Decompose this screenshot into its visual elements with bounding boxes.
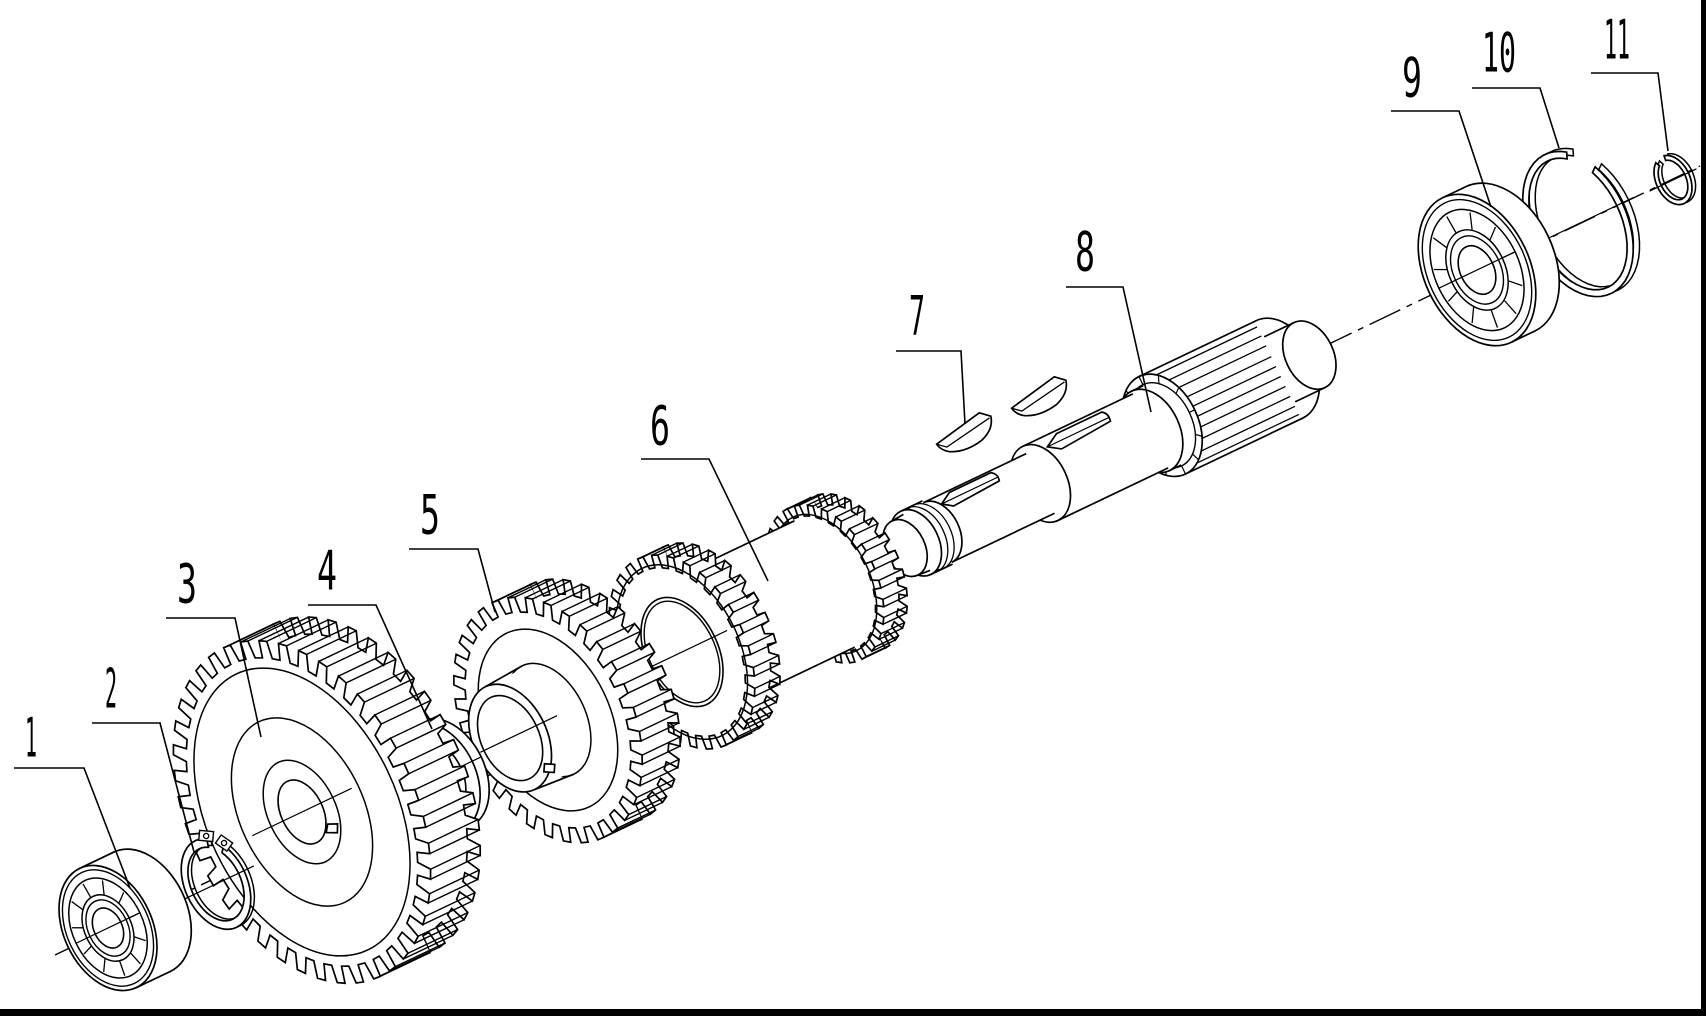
callout-5-number: 5 — [420, 484, 440, 547]
callout-3-number: 3 — [177, 553, 197, 616]
callout-7-number: 7 — [909, 285, 925, 348]
callout-2-number: 2 — [105, 658, 117, 721]
callout-5: 5 — [409, 484, 496, 613]
callout-7: 7 — [896, 285, 966, 425]
callout-7-leader-line — [896, 350, 966, 425]
callout-2: 2 — [92, 658, 195, 853]
part-11-small-retaining-ring — [1649, 153, 1697, 206]
callout-11-leader-line — [1591, 72, 1669, 152]
callout-3: 3 — [166, 553, 262, 738]
callout-5-leader-line — [409, 548, 496, 613]
part-3-large-gear — [172, 616, 482, 985]
part-1-ball-bearing — [58, 848, 193, 992]
part-5-gear-with-hub — [452, 578, 682, 844]
callout-1-number: 1 — [25, 707, 37, 770]
callout-11-number: 11 — [1604, 9, 1630, 72]
callout-9-leader-line — [1391, 110, 1492, 208]
callout-8: 8 — [1066, 221, 1152, 413]
part-2-snap-ring — [177, 829, 256, 931]
callout-10-leader-line — [1472, 87, 1560, 149]
callout-8-leader-line — [1066, 286, 1152, 413]
part-9-ball-bearing — [1417, 182, 1561, 347]
callout-4-leader-line — [308, 604, 433, 730]
part-6-double-gear — [608, 492, 909, 750]
callout-9-number: 9 — [1402, 47, 1422, 110]
sheet-border-right — [1701, 0, 1706, 1016]
callout-2-leader-line — [92, 722, 195, 853]
callout-10: 10 — [1472, 22, 1560, 149]
part-8-shaft — [881, 317, 1337, 578]
part-7-woodruff-key-2 — [1010, 375, 1068, 417]
callout-1: 1 — [14, 707, 131, 889]
callout-8-number: 8 — [1075, 221, 1095, 284]
callout-10-number: 10 — [1482, 22, 1516, 85]
callout-4-number: 4 — [317, 540, 337, 603]
callout-9: 9 — [1391, 47, 1492, 208]
callout-1-leader-line — [14, 767, 131, 889]
callout-11: 11 — [1591, 9, 1669, 152]
axis-centerline — [54, 165, 1701, 956]
callout-3-leader-line — [166, 617, 262, 738]
sheet-border-bottom — [0, 1009, 1706, 1016]
callout-4: 4 — [308, 540, 433, 730]
part-7-woodruff-key-1 — [935, 411, 993, 453]
callout-6: 6 — [641, 395, 769, 582]
callout-6-number: 6 — [650, 395, 670, 458]
callout-6-leader-line — [641, 458, 769, 582]
